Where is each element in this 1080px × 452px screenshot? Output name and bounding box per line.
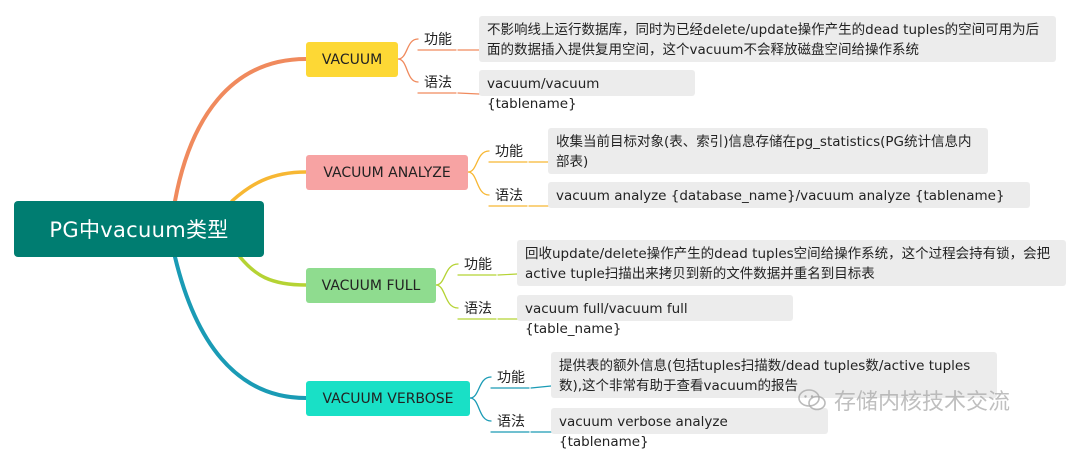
sub-connector	[469, 397, 492, 422]
sub-connector	[397, 38, 419, 60]
topic-vacuum[interactable]: VACUUM	[306, 42, 398, 77]
leaf-connector	[530, 385, 552, 389]
leaf-text: 不影响线上运行数据库，同时为已经delete/update操作产生的dead t…	[487, 22, 1040, 58]
watermark-text: 存储内核技术交流	[834, 390, 1011, 415]
wechat-icon	[798, 389, 826, 411]
leaf-description: 不影响线上运行数据库，同时为已经delete/update操作产生的dead t…	[479, 16, 1056, 62]
leaf-syntax: vacuum full/vacuum full {table_name}	[517, 295, 793, 337]
sub-label: 功能	[424, 32, 452, 48]
sub-connector	[467, 171, 490, 196]
sub-connector	[435, 284, 459, 309]
watermark: 存储内核技术交流	[798, 384, 1010, 416]
sub-label: 语法	[464, 301, 492, 317]
branch-connector	[230, 170, 308, 203]
leaf-text: vacuum verbose analyze {tablename}	[559, 414, 728, 450]
sub-connector	[467, 150, 490, 173]
leaf-syntax: vacuum analyze {database_name}/vacuum an…	[548, 182, 1030, 208]
sub-function[interactable]: 功能	[416, 27, 460, 51]
topic-vacuum-full[interactable]: VACUUM FULL	[306, 268, 436, 303]
sub-label: 语法	[424, 75, 452, 91]
leaf-connector	[497, 273, 518, 276]
sub-label: 语法	[497, 414, 525, 430]
topic-label: VACUUM FULL	[321, 277, 421, 294]
sub-syntax[interactable]: 语法	[487, 183, 531, 207]
leaf-text: 收集当前目标对象(表、索引)信息存储在pg_statistics(PG统计信息内…	[556, 134, 972, 170]
branch-connector	[173, 255, 308, 400]
sub-connector	[469, 376, 492, 399]
leaf-text: 回收update/delete操作产生的dead tuples空间给操作系统，这…	[525, 246, 1051, 282]
leaf-syntax: vacuum verbose analyze {tablename}	[551, 408, 828, 450]
topic-vacuum-analyze[interactable]: VACUUM ANALYZE	[306, 155, 468, 190]
leaf-text: vacuum analyze {database_name}/vacuum an…	[556, 188, 1005, 204]
sub-syntax[interactable]: 语法	[456, 296, 500, 320]
topic-label: VACUUM ANALYZE	[323, 164, 451, 181]
sub-label: 功能	[464, 257, 492, 273]
leaf-syntax: vacuum/vacuum {tablename}	[479, 70, 695, 112]
sub-connector	[435, 263, 459, 286]
sub-function[interactable]: 功能	[489, 365, 533, 389]
sub-syntax[interactable]: 语法	[489, 409, 533, 433]
topic-vacuum-verbose[interactable]: VACUUM VERBOSE	[306, 381, 470, 416]
branch-connector	[173, 57, 308, 203]
sub-connector	[397, 58, 419, 83]
leaf-description: 提供表的额外信息(包括tuples扫描数/dead tuples数/active…	[551, 352, 997, 398]
leaf-connector	[457, 92, 480, 95]
sub-label: 功能	[497, 370, 525, 386]
branch-connector	[238, 255, 308, 287]
sub-label: 功能	[495, 144, 523, 160]
topic-label: VACUUM	[321, 51, 383, 68]
leaf-description: 回收update/delete操作产生的dead tuples空间给操作系统，这…	[517, 240, 1066, 286]
leaf-text: vacuum full/vacuum full {table_name}	[525, 301, 688, 337]
leaf-description: 收集当前目标对象(表、索引)信息存储在pg_statistics(PG统计信息内…	[548, 128, 988, 174]
sub-syntax[interactable]: 语法	[416, 70, 460, 94]
leaf-text: vacuum/vacuum {tablename}	[487, 76, 600, 112]
root-label: PG中vacuum类型	[49, 218, 229, 242]
sub-function[interactable]: 功能	[487, 139, 531, 163]
sub-label: 语法	[495, 188, 523, 204]
topic-label: VACUUM VERBOSE	[322, 390, 454, 407]
root-node[interactable]: PG中vacuum类型	[14, 201, 264, 257]
leaf-text: 提供表的额外信息(包括tuples扫描数/dead tuples数/active…	[559, 358, 971, 394]
sub-function[interactable]: 功能	[456, 252, 500, 276]
